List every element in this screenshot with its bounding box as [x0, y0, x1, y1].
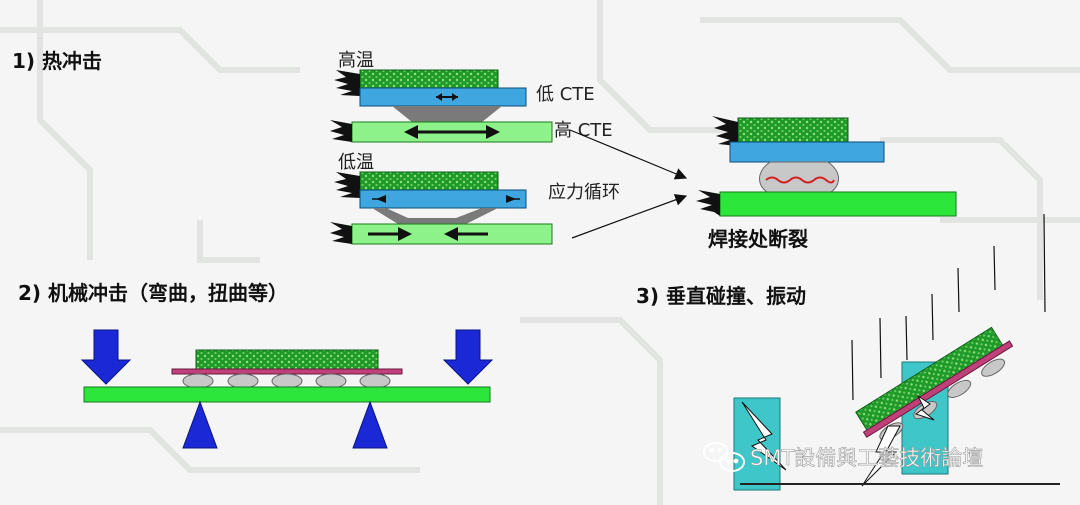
pointer-arrow [571, 194, 688, 239]
solder-joint-compressed [372, 208, 498, 224]
solder-balls [182, 373, 391, 389]
jagged-edge [334, 70, 360, 96]
high-temp-label: 高温 [338, 50, 374, 71]
high-cte-label: 高 CTE [554, 120, 613, 141]
solder-joint-stretched [392, 106, 502, 122]
low-temp-label: 低温 [338, 152, 374, 173]
substrate-strip [171, 368, 403, 375]
jagged-edge [712, 116, 738, 146]
pcb-board [83, 386, 491, 403]
down-arrow-left [80, 329, 132, 385]
vertical-impact-title: 3) 垂直碰撞、振动 [636, 284, 806, 308]
mechanical-shock-illustration [80, 329, 494, 449]
pointer-arrow [569, 129, 688, 180]
down-arrow-right [442, 329, 494, 385]
pcb-board [719, 191, 957, 217]
chip-package [195, 349, 379, 371]
low-cte-component [359, 189, 527, 209]
thermal-shock-title: 1) 热冲击 [12, 49, 102, 73]
support-triangle-right [352, 400, 388, 449]
jagged-edge [696, 190, 720, 216]
low-cte-label: 低 CTE [536, 84, 595, 105]
lightning-bolt-icon [741, 401, 787, 471]
support-triangle-left [182, 400, 218, 449]
crack-line [765, 176, 835, 184]
wechat-icon [703, 442, 745, 472]
jagged-edge [334, 172, 360, 198]
watermark: SMT設備與工藝技術論壇 [703, 442, 984, 472]
component [729, 141, 885, 163]
high-temp-assembly: 高温 低 CTE 高 CTE [330, 50, 613, 143]
jagged-edge [330, 222, 352, 244]
impact-lines [851, 213, 1046, 401]
watermark-text: SMT設備與工藝技術論壇 [750, 446, 983, 470]
tilted-assembly [855, 326, 1014, 441]
lightning-bolt-icon [861, 425, 901, 487]
chip-die [359, 171, 499, 193]
stress-cycle-label: 应力循环 [548, 182, 620, 203]
mechanical-shock-title: 2) 机械冲击（弯曲，扭曲等） [18, 281, 288, 305]
vertical-impact-illustration [733, 213, 1060, 491]
chip-die [737, 117, 849, 145]
low-temp-assembly: 低温 应力循环 [330, 152, 620, 245]
solder-fracture-label: 焊接处断裂 [708, 227, 808, 251]
jagged-edge [330, 120, 352, 142]
chip-die [359, 69, 499, 91]
lightning-bolt-icon [914, 394, 935, 421]
cracked-joint-illustration: 焊接处断裂 [696, 116, 957, 251]
substrate-strip [862, 340, 1014, 438]
